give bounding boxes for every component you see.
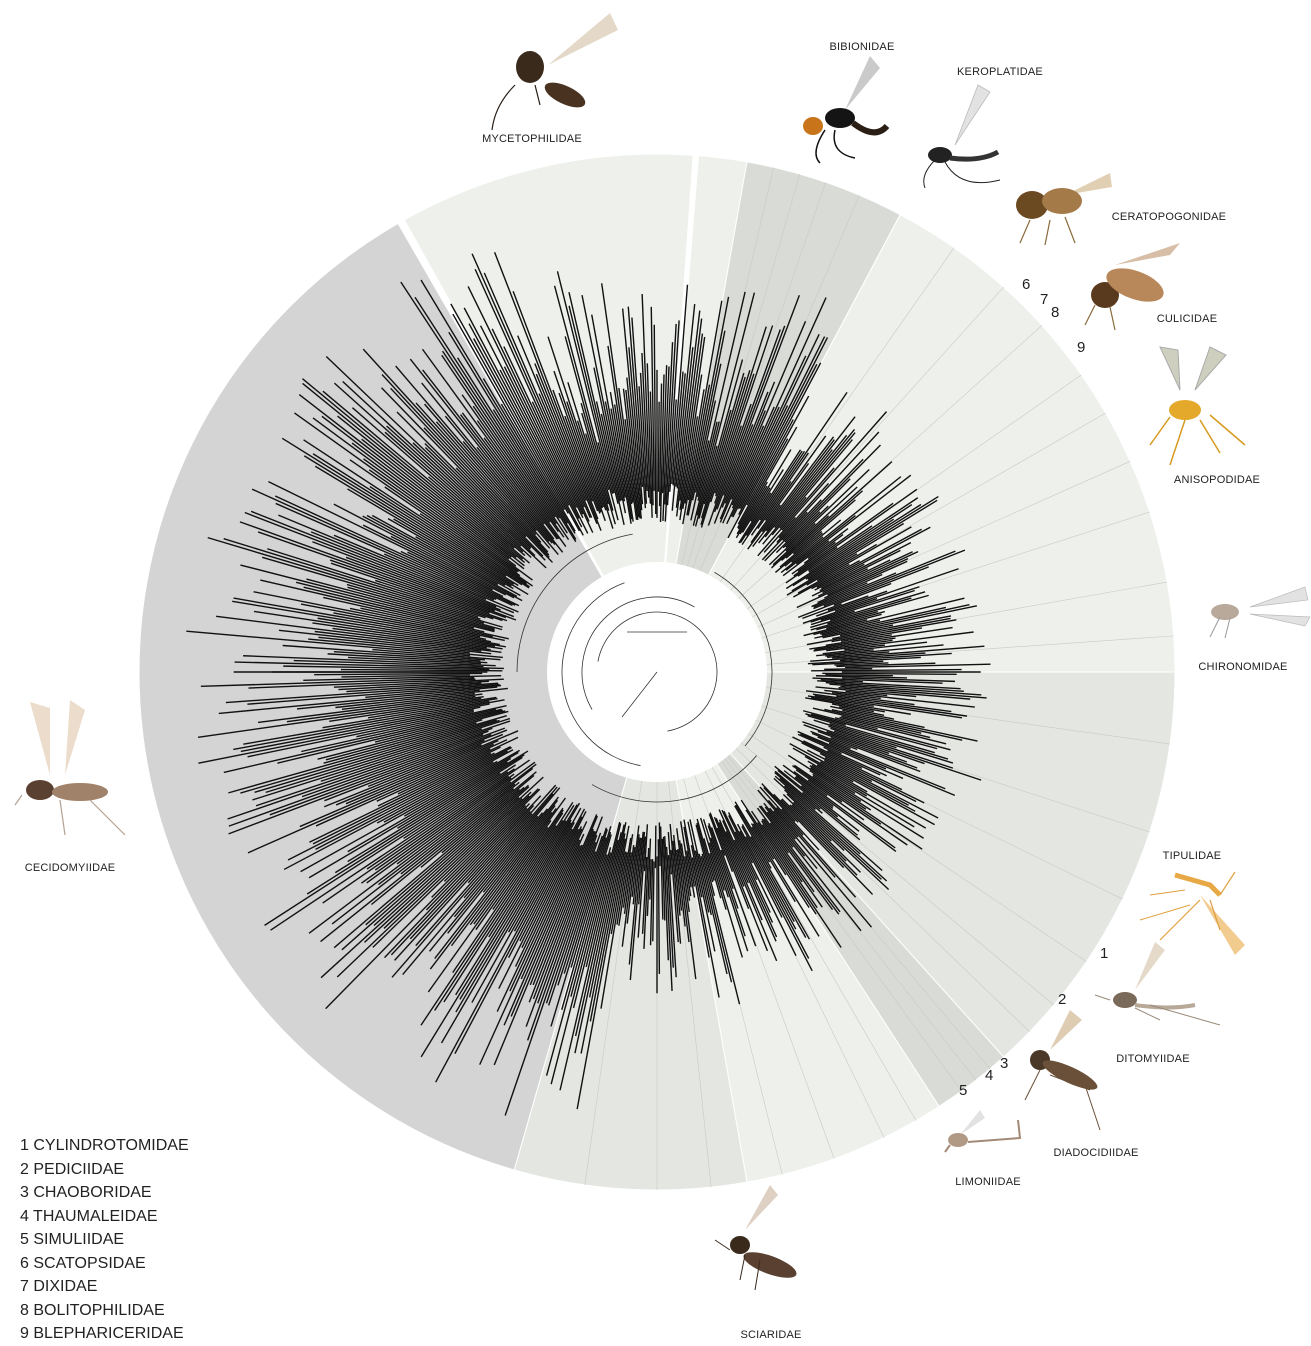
legend-item: 6 SCATOPSIDAE (20, 1252, 189, 1276)
sciaridae-insect-image (715, 1185, 799, 1290)
chironomidae-insect-image (1210, 587, 1310, 638)
number-5: 5 (959, 1082, 967, 1099)
legend-item: 1 CYLINDROTOMIDAE (20, 1134, 189, 1158)
legend-item: 7 DIXIDAE (20, 1275, 189, 1299)
limoniidae-insect-image (945, 1110, 1020, 1152)
label-ditomyiidae: DITOMYIIDAE (1116, 1053, 1190, 1065)
label-anisopodidae: ANISOPODIDAE (1174, 474, 1260, 486)
legend-item: 4 THAUMALEIDAE (20, 1205, 189, 1229)
number-1: 1 (1100, 945, 1108, 962)
diadocidiidae-insect-image (1025, 1010, 1101, 1130)
label-culicidae: CULICIDAE (1157, 313, 1217, 325)
label-mycetophilidae: MYCETOPHILIDAE (482, 133, 582, 145)
label-keroplatidae: KEROPLATIDAE (957, 66, 1043, 78)
number-3: 3 (1000, 1055, 1008, 1072)
numbered-family-legend: 1 CYLINDROTOMIDAE 2 PEDICIIDAE 3 CHAOBOR… (20, 1134, 189, 1346)
tree-branch (659, 823, 660, 867)
anisopodidae-insect-image (1150, 347, 1245, 465)
number-6: 6 (1022, 276, 1030, 293)
number-9: 9 (1077, 339, 1085, 356)
legend-item: 8 BOLITOPHILIDAE (20, 1299, 189, 1323)
ceratopogonidae-insect-image (1016, 173, 1112, 245)
tipulidae-insect-image (1140, 872, 1245, 955)
keroplatidae-insect-image (924, 85, 1000, 188)
tree-branch (824, 669, 872, 670)
bibionidae-insect-image (803, 56, 887, 163)
label-cecidomyiidae: CECIDOMYIIDAE (25, 862, 116, 874)
legend-item: 3 CHAOBORIDAE (20, 1181, 189, 1205)
number-7: 7 (1040, 291, 1048, 308)
cecidomyiidae-insect-image (15, 700, 125, 835)
number-8: 8 (1051, 304, 1059, 321)
number-2: 2 (1058, 991, 1066, 1008)
legend-item: 2 PEDICIIDAE (20, 1158, 189, 1182)
label-limoniidae: LIMONIIDAE (955, 1176, 1021, 1188)
mycetophilidae-insect-image (492, 13, 618, 130)
legend-item: 9 BLEPHARICERIDAE (20, 1322, 189, 1346)
label-diadocidiidae: DIADOCIDIIDAE (1053, 1147, 1138, 1159)
label-sciaridae: SCIARIDAE (740, 1329, 801, 1341)
tree-branch (658, 402, 659, 492)
label-ceratopogonidae: CERATOPOGONIDAE (1112, 211, 1226, 223)
number-4: 4 (985, 1067, 993, 1084)
label-tipulidae: TIPULIDAE (1163, 850, 1222, 862)
ditomyiidae-insect-image (1095, 942, 1220, 1025)
label-bibionidae: BIBIONIDAE (830, 41, 895, 53)
legend-item: 5 SIMULIIDAE (20, 1228, 189, 1252)
label-chironomidae: CHIRONOMIDAE (1198, 661, 1287, 673)
